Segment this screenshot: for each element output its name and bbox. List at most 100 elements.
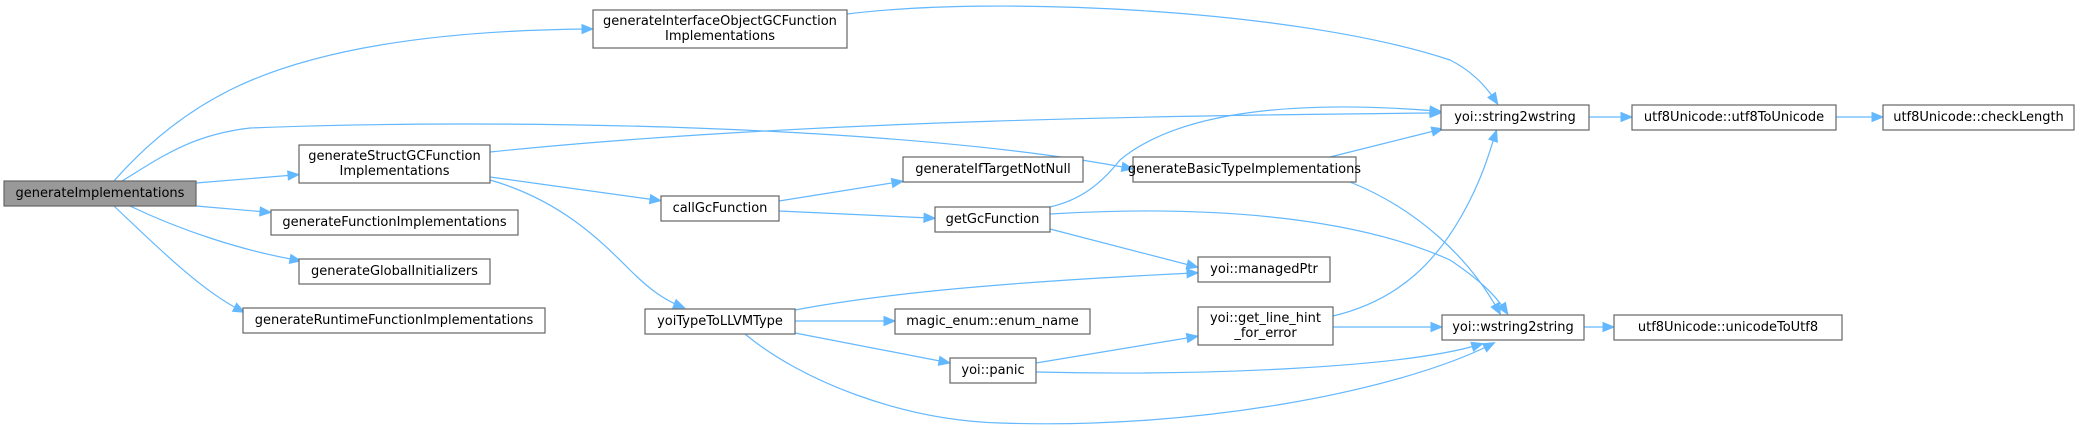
node-box[interactable] (1197, 256, 1331, 283)
edge-generateImplementations-to-generateFunctionImplementations (195, 205, 273, 217)
edge-line (794, 332, 946, 363)
edge-generateInterfaceObjectGCFunctionImplementations-to-yoi_string2wstring (846, 5, 1499, 106)
node-label: generateFunctionImplementations (282, 215, 506, 230)
node-box[interactable] (592, 9, 848, 49)
arrowhead-icon (937, 355, 952, 366)
node-box[interactable] (3, 180, 197, 207)
node-generateIfTargetNotNull[interactable]: generateIfTargetNotNull (902, 156, 1084, 183)
arrowhead-icon (1185, 332, 1200, 344)
node-yoiTypeToLLVMType[interactable]: yoiTypeToLLVMType (644, 308, 796, 335)
node-yoi_managedPtr[interactable]: yoi::managedPtr (1197, 256, 1331, 283)
edge-line (1329, 129, 1439, 158)
node-generateGlobalInitializers[interactable]: generateGlobalInitializers (298, 258, 491, 285)
arrowhead-icon (883, 315, 897, 327)
node-box[interactable] (298, 258, 491, 285)
edge-generateStructGCFunctionImplementations-to-yoiTypeToLLVMType (489, 179, 686, 309)
node-generateBasicTypeImplementations[interactable]: generateBasicTypeImplementations (1128, 156, 1361, 183)
node-box[interactable] (270, 209, 519, 236)
node-box[interactable] (242, 307, 546, 334)
node-getGcFunction[interactable]: getGcFunction (934, 206, 1051, 233)
node-box[interactable] (298, 144, 491, 184)
arrowhead-icon (1481, 342, 1496, 353)
node-utf8Unicode_utf8ToUnicode[interactable]: utf8Unicode::utf8ToUnicode (1631, 104, 1837, 131)
edge-line (489, 179, 681, 307)
arrowhead-icon (890, 177, 905, 189)
arrowhead-icon (1185, 259, 1200, 270)
node-box[interactable] (1440, 104, 1590, 131)
arrowhead-icon (288, 253, 303, 265)
arrowhead-icon (581, 23, 595, 35)
arrowhead-icon (287, 170, 301, 181)
edge-line (1035, 336, 1194, 364)
node-box[interactable] (644, 308, 796, 335)
edge-generateImplementations-to-generateStructGCFunctionImplementations (195, 170, 301, 184)
node-generateRuntimeFunctionImplementations[interactable]: generateRuntimeFunctionImplementations (242, 307, 546, 334)
edge-line (489, 176, 657, 201)
edge-yoi_get_line_hint_for_error-to-yoi_wstring2string (1333, 321, 1444, 333)
node-label: generateInterfaceObjectGCFunction (603, 14, 837, 29)
node-generateImplementations[interactable]: generateImplementations (3, 180, 197, 207)
node-box[interactable] (1441, 314, 1585, 341)
arrowhead-icon (1430, 321, 1444, 333)
node-label: generateGlobalInitializers (311, 264, 478, 279)
arrowhead-icon (1430, 126, 1445, 137)
edge-yoi_wstring2string-to-utf8Unicode_unicodeToUtf8 (1584, 321, 1616, 333)
node-label: yoi::managedPtr (1210, 262, 1318, 277)
node-magic_enum_enum_name[interactable]: magic_enum::enum_name (894, 308, 1091, 335)
node-box[interactable] (1197, 306, 1334, 346)
edge-line (1349, 181, 1499, 311)
node-box[interactable] (1631, 104, 1837, 131)
edge-line (794, 272, 1194, 311)
arrowhead-icon (1602, 321, 1616, 333)
edge-line (778, 181, 899, 202)
node-label: Implementations (665, 29, 775, 44)
edge-generateImplementations-to-generateGlobalInitializers (129, 205, 303, 265)
edge-line (195, 174, 295, 184)
node-box[interactable] (934, 206, 1051, 233)
node-yoi_panic[interactable]: yoi::panic (949, 357, 1037, 384)
node-utf8Unicode_unicodeToUtf8[interactable]: utf8Unicode::unicodeToUtf8 (1613, 314, 1843, 341)
node-label: utf8Unicode::unicodeToUtf8 (1638, 320, 1818, 335)
edge-generateImplementations-to-generateBasicTypeImplementations (121, 123, 1135, 182)
node-label: generateStructGCFunction (308, 149, 481, 164)
edge-getGcFunction-to-yoi_string2wstring (1049, 105, 1443, 208)
edge-yoiTypeToLLVMType-to-yoi_wstring2string (744, 333, 1496, 425)
arrowhead-icon (1871, 111, 1885, 123)
edge-yoiTypeToLLVMType-to-yoi_panic (794, 332, 952, 366)
node-label: generateRuntimeFunctionImplementations (255, 313, 534, 328)
edge-line (113, 28, 589, 182)
node-box[interactable] (1132, 156, 1357, 183)
node-box[interactable] (660, 195, 780, 222)
node-yoi_get_line_hint_for_error[interactable]: yoi::get_line_hint_for_error (1197, 306, 1334, 346)
node-label: yoiTypeToLLVMType (657, 314, 783, 329)
edge-line (1035, 344, 1479, 374)
node-box[interactable] (1882, 104, 2075, 131)
arrowhead-icon (259, 206, 273, 217)
node-box[interactable] (902, 156, 1084, 183)
node-yoi_wstring2string[interactable]: yoi::wstring2string (1441, 314, 1585, 341)
node-label: generateImplementations (16, 186, 185, 201)
edge-line (778, 210, 931, 219)
edges-layer (113, 5, 1885, 425)
node-generateInterfaceObjectGCFunctionImplementations[interactable]: generateInterfaceObjectGCFunctionImpleme… (592, 9, 848, 49)
node-callGcFunction[interactable]: callGcFunction (660, 195, 780, 222)
node-yoi_string2wstring[interactable]: yoi::string2wstring (1440, 104, 1590, 131)
arrowhead-icon (648, 193, 663, 205)
arrowhead-icon (1620, 111, 1634, 123)
node-generateFunctionImplementations[interactable]: generateFunctionImplementations (270, 209, 519, 236)
edge-line (1049, 106, 1437, 208)
node-box[interactable] (1613, 314, 1843, 341)
arrowhead-icon (1487, 91, 1499, 106)
nodes-layer: generateImplementations generateInterface… (3, 9, 2075, 384)
node-utf8Unicode_checkLength[interactable]: utf8Unicode::checkLength (1882, 104, 2075, 131)
node-box[interactable] (949, 357, 1037, 384)
arrowhead-icon (1470, 341, 1485, 352)
edge-getGcFunction-to-yoi_managedPtr (1049, 228, 1200, 270)
edge-line (113, 205, 241, 311)
edge-yoi_get_line_hint_for_error-to-yoi_string2wstring (1332, 129, 1498, 317)
node-box[interactable] (894, 308, 1091, 335)
edge-line (846, 5, 1496, 101)
node-label: _for_error (1233, 326, 1297, 341)
